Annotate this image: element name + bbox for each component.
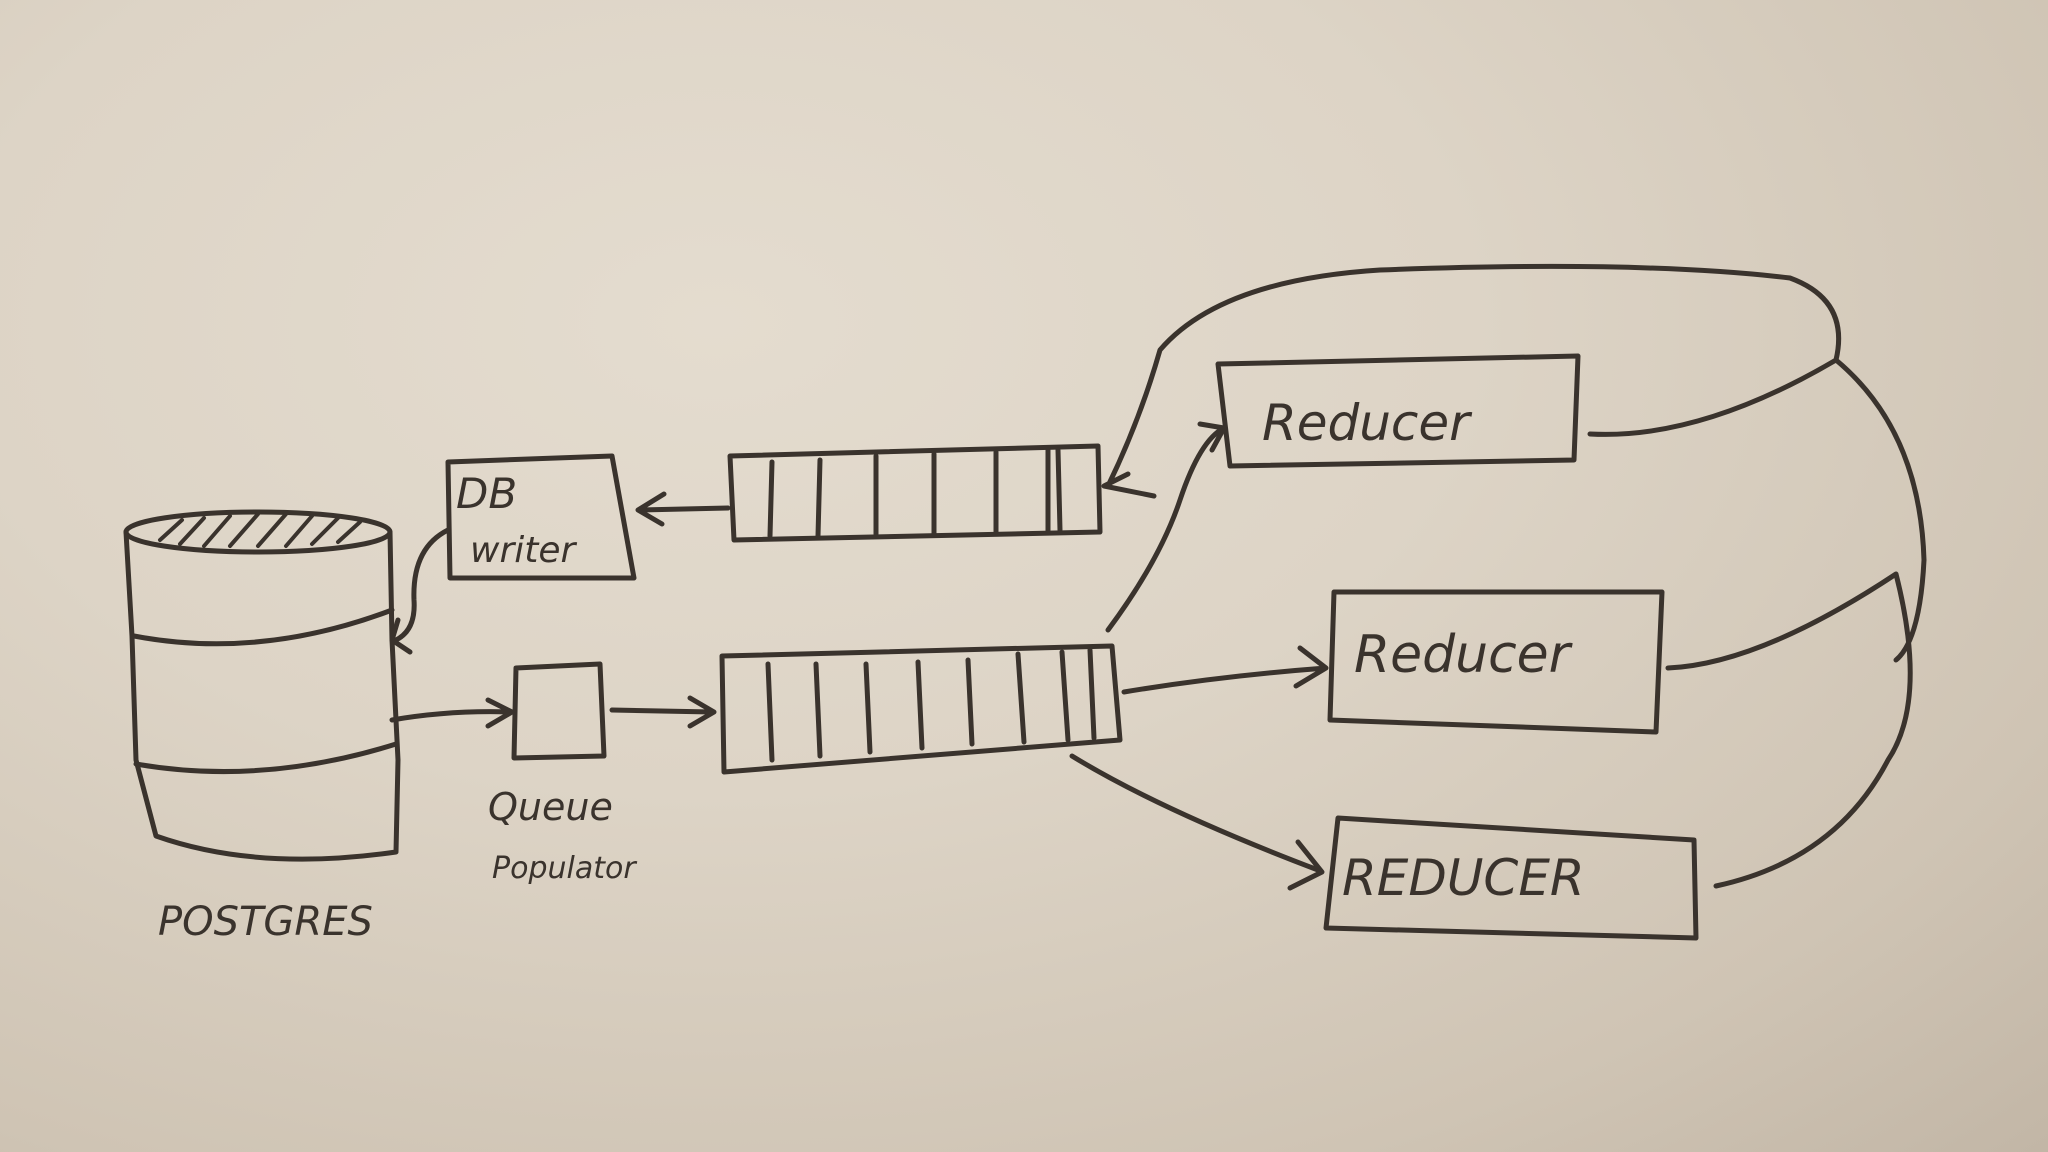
queue-populator-label-line2: Populator	[492, 851, 637, 886]
arrow-queue-to-reducer-3	[1069, 753, 1325, 891]
reducer-2-box	[1327, 589, 1665, 735]
arrow-dbwriter-to-postgres	[389, 527, 451, 655]
queue-populator-box	[511, 661, 607, 761]
arrow-populator-to-queue	[609, 695, 717, 729]
feedback-loop	[1101, 263, 1927, 889]
postgres-top-hatch	[158, 512, 362, 548]
reducer-2-label: Reducer	[1354, 625, 1574, 685]
db-writer-label-line1: DB	[456, 469, 517, 518]
arrow-postgres-to-populator	[389, 697, 515, 729]
postgres-label: POSTGRES	[158, 899, 373, 945]
arrow-queue-to-dbwriter	[635, 491, 731, 527]
arrow-queue-to-reducer-2	[1121, 645, 1329, 695]
input-queue	[719, 643, 1123, 775]
postgres-cylinder	[123, 509, 401, 862]
arrow-queue-to-reducer-1	[1105, 421, 1227, 633]
output-queue	[727, 443, 1103, 543]
reducer-3-label: REDUCER	[1342, 849, 1585, 907]
reducer-1-box	[1215, 353, 1581, 469]
queue-populator-label-line1: Queue	[488, 785, 613, 829]
reducer-3-box	[1323, 815, 1699, 941]
db-writer-label-line2: writer	[470, 530, 578, 571]
reducer-1-label: Reducer	[1262, 394, 1473, 452]
db-writer-box	[445, 453, 637, 581]
